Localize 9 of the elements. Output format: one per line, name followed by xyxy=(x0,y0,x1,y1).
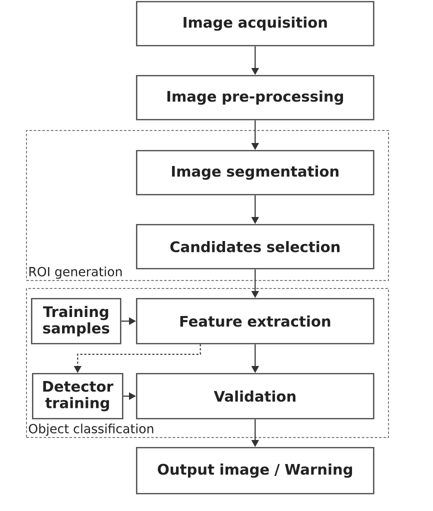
process-box: Image pre-processing xyxy=(136,75,374,120)
process-box: Candidates selection xyxy=(136,224,374,270)
process-box: Image segmentation xyxy=(136,150,374,196)
process-box: Validation xyxy=(136,373,374,420)
process-box: Feature extraction xyxy=(136,298,374,344)
process-box: Training samples xyxy=(31,298,122,344)
process-box: Output image / Warning xyxy=(136,447,374,494)
process-box: Image acquisition xyxy=(136,1,374,46)
process-box: Detector training xyxy=(32,373,124,420)
